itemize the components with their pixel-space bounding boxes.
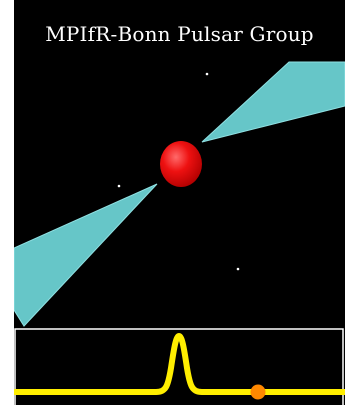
pulsar-animation-frame: MPIfR-Bonn Pulsar Group — [14, 0, 345, 405]
star-icon — [206, 73, 209, 76]
pulsar-scene — [14, 0, 345, 330]
pulsar-icon — [160, 141, 202, 187]
radio-beam-icon — [14, 184, 157, 326]
star-icon — [118, 185, 121, 188]
pulse-profile-panel — [14, 328, 345, 405]
star-icon — [237, 268, 240, 271]
phase-marker-icon — [251, 385, 266, 400]
radio-beam-icon — [202, 62, 345, 142]
